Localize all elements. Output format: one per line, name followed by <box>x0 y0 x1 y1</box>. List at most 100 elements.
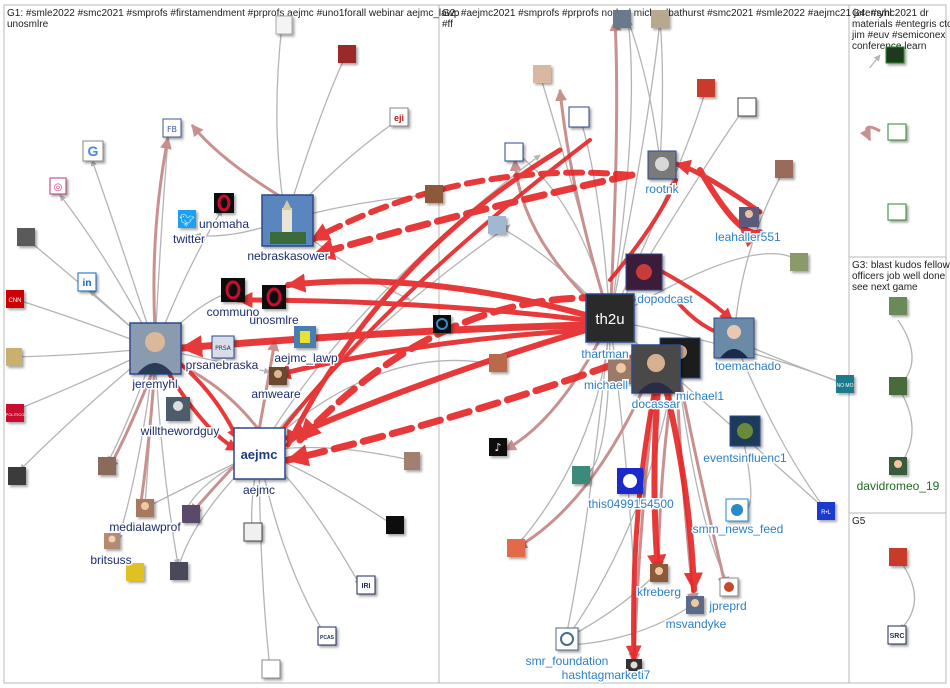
prsa-logo-icon: PRSA <box>215 345 232 352</box>
minor-node[interactable] <box>572 466 590 484</box>
node-amweare[interactable] <box>269 367 287 385</box>
node-th2u[interactable]: th2u <box>585 293 635 343</box>
minor-node[interactable] <box>889 377 907 395</box>
politico-icon[interactable]: POLITICO <box>6 404 25 422</box>
minor-node[interactable] <box>386 516 404 534</box>
minor-node[interactable] <box>433 315 451 333</box>
minor-node[interactable] <box>182 505 200 523</box>
minor-node[interactable] <box>98 457 116 475</box>
node-eventsinfluenc1[interactable] <box>729 415 761 447</box>
tiktok-icon[interactable]: ♪ <box>489 438 507 456</box>
label-nebraskasower: nebraskasower <box>247 249 328 263</box>
node-kfreberg[interactable] <box>650 564 668 582</box>
node-unosmlre[interactable] <box>262 285 286 309</box>
label-jpreprd: jpreprd <box>708 599 746 613</box>
minor-node[interactable] <box>425 185 443 203</box>
node-dopodcast[interactable] <box>625 253 663 291</box>
facebook-icon[interactable]: FB <box>162 118 182 138</box>
g5-header-line1: G5 <box>852 516 866 527</box>
minor-node[interactable] <box>697 79 715 97</box>
building-photo-icon <box>270 200 306 244</box>
minor-node[interactable] <box>261 659 281 679</box>
label-dopodcast: dopodcast <box>637 292 693 306</box>
podcast-icon <box>636 264 652 280</box>
pcas-icon[interactable]: PCAS <box>317 626 337 646</box>
minor-node[interactable] <box>889 548 907 566</box>
node-toemachado[interactable] <box>713 317 755 359</box>
node-smm_news_feed[interactable] <box>725 498 749 522</box>
svg-text:SRC: SRC <box>890 633 905 640</box>
eji-icon[interactable]: eji <box>389 107 409 127</box>
node-twitter[interactable]: 🐦︎ <box>178 210 196 228</box>
minor-node[interactable] <box>737 97 757 117</box>
minor-node[interactable] <box>404 452 420 470</box>
node-rootnk[interactable] <box>647 150 677 180</box>
minor-node[interactable] <box>6 348 22 366</box>
minor-node[interactable] <box>775 160 793 178</box>
minor-node[interactable] <box>243 522 263 542</box>
node-msvandyke[interactable] <box>686 596 704 614</box>
g1-header-line2: unosmlre <box>7 19 49 30</box>
minor-node[interactable] <box>651 10 669 28</box>
instagram-icon[interactable]: ◎ <box>49 177 67 195</box>
linkedin-icon[interactable]: in <box>77 272 97 292</box>
minor-node[interactable] <box>338 45 356 63</box>
node-prsanebraska[interactable]: PRSA <box>211 335 235 359</box>
label-leahaller551: leahaller551 <box>715 230 781 244</box>
node-leahaller551[interactable] <box>739 207 759 227</box>
label-willthewordguy: willthewordguy <box>140 424 220 438</box>
news-logo-icon <box>731 504 743 516</box>
svg-text:NO MO: NO MO <box>837 383 854 389</box>
minor-node[interactable] <box>887 123 907 141</box>
node-docassar[interactable] <box>631 344 681 394</box>
node-davidromeo_19[interactable] <box>889 457 907 475</box>
g1-header-line1: G1: #smle2022 #smc2021 #smprofs #firstam… <box>7 8 460 19</box>
src-icon[interactable]: SRC <box>887 625 907 645</box>
node-nebraskasower[interactable] <box>261 194 314 247</box>
nomo-icon[interactable]: NO MO <box>836 375 854 393</box>
iri-icon[interactable]: IRI <box>356 575 376 595</box>
g3-header-line1: G3: blast kudos fellow <box>852 260 950 271</box>
node-smr_foundation[interactable] <box>555 627 579 651</box>
node-jeremyhl[interactable] <box>129 322 182 375</box>
google-icon[interactable]: G <box>82 140 104 162</box>
minor-node[interactable] <box>17 228 35 246</box>
node-unomaha[interactable] <box>214 193 234 213</box>
minor-node[interactable] <box>126 563 144 581</box>
minor-node[interactable] <box>533 65 551 83</box>
minor-node[interactable] <box>889 297 907 315</box>
minor-node[interactable] <box>507 539 525 557</box>
person-photo-icon <box>137 332 173 374</box>
label-amweare: amweare <box>251 387 301 401</box>
minor-node[interactable] <box>170 562 188 580</box>
minor-node[interactable] <box>790 253 808 271</box>
cnn-icon[interactable]: CNN <box>6 290 24 308</box>
node-hashtagmarketi7[interactable] <box>626 659 642 675</box>
node-aejmc[interactable]: aejmc <box>233 427 286 480</box>
smr-logo-icon <box>560 632 574 646</box>
node-medialawprof[interactable] <box>136 499 154 517</box>
crest-icon <box>623 474 637 488</box>
person-photo-icon <box>745 210 753 218</box>
person-photo-icon <box>655 567 663 575</box>
minor-node[interactable] <box>489 354 507 372</box>
node-aejmc_lawp[interactable] <box>294 326 316 348</box>
node-willthewordguy[interactable] <box>166 397 190 421</box>
minor-node[interactable] <box>885 46 905 64</box>
minor-node[interactable] <box>504 142 524 162</box>
minor-node[interactable] <box>568 106 590 128</box>
label-jeremyhl: jeremyhl <box>131 377 177 391</box>
label-communo: communo <box>207 305 260 319</box>
node-this0499154500[interactable] <box>617 468 643 494</box>
rl-icon[interactable]: R•L <box>817 502 835 520</box>
node-communo[interactable] <box>221 278 245 302</box>
minor-node[interactable] <box>8 467 26 485</box>
minor-node[interactable] <box>887 203 907 221</box>
minor-node[interactable] <box>275 15 293 35</box>
node-britsuss[interactable] <box>104 533 120 549</box>
node-jpreprd[interactable] <box>719 577 739 597</box>
node-michaell[interactable] <box>608 358 634 384</box>
minor-node[interactable] <box>613 10 631 28</box>
svg-text:POLITICO: POLITICO <box>6 412 25 417</box>
minor-node[interactable] <box>488 216 506 234</box>
